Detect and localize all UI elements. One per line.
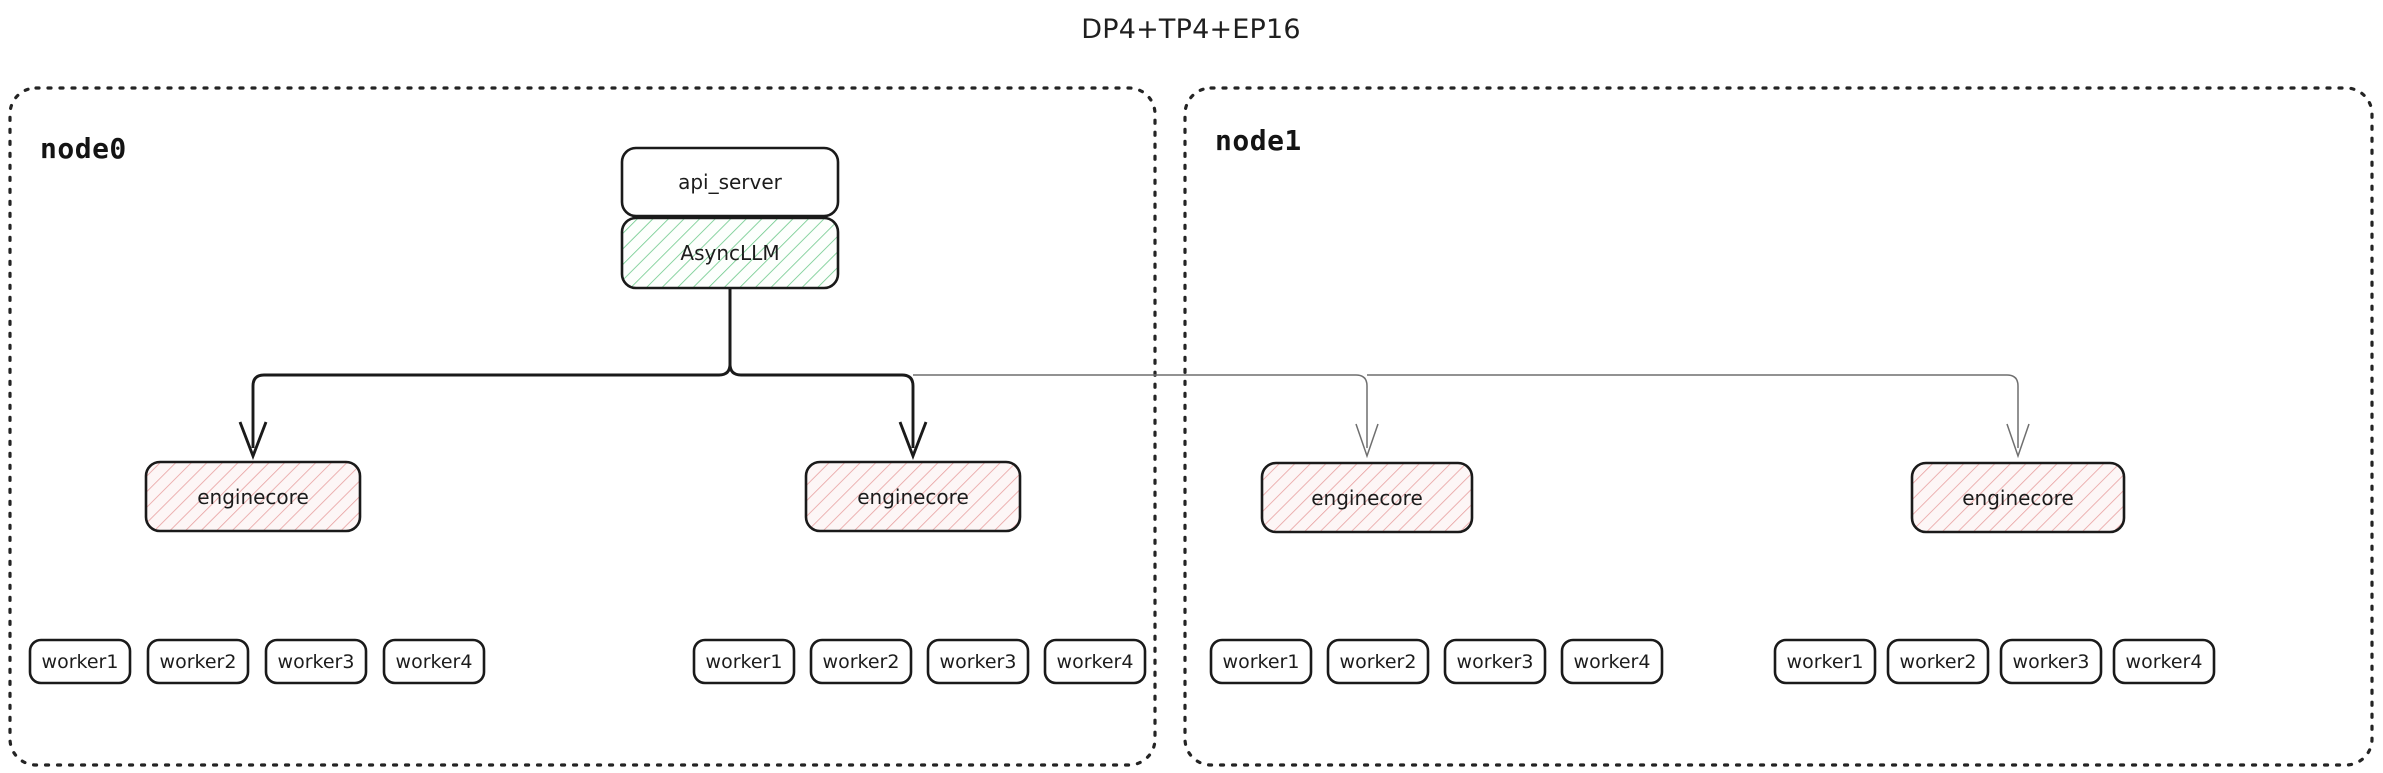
- worker-box-rect[interactable]: [1326, 638, 1430, 685]
- box-api-server-label: api_server: [678, 170, 783, 194]
- arrowhead-enginecore-1: [898, 421, 928, 461]
- worker-box-label: worker3: [1457, 651, 1534, 673]
- worker-box-rect[interactable]: [264, 638, 368, 685]
- box-enginecore-0-label: enginecore: [197, 485, 309, 509]
- worker-box-rect[interactable]: [692, 638, 796, 685]
- edge-asyncllm-trunk-left: [718, 288, 732, 377]
- box-enginecore-2-rect[interactable]: [1260, 461, 1474, 534]
- worker-box-label: worker3: [2013, 651, 2090, 673]
- worker-box-rect[interactable]: [2112, 638, 2216, 685]
- cluster-node0-label: node0: [40, 132, 127, 165]
- box-enginecore-3-label: enginecore: [1962, 486, 2074, 510]
- worker-box-rect[interactable]: [1886, 638, 1990, 685]
- worker-box-label: worker2: [160, 651, 237, 673]
- worker-box-rect[interactable]: [1999, 638, 2103, 685]
- arrowhead-enginecore-3: [2006, 423, 2030, 459]
- worker-box-label: worker4: [1057, 651, 1134, 673]
- box-enginecore-1-rect[interactable]: [804, 460, 1022, 533]
- worker-box[interactable]: worker1: [1773, 638, 1877, 685]
- page-title: DP4+TP4+EP16: [1081, 14, 1301, 45]
- worker-box[interactable]: worker3: [1443, 638, 1547, 685]
- cluster-node1: node1: [1183, 86, 2374, 767]
- worker-box[interactable]: worker1: [1209, 638, 1313, 685]
- edge-to-enginecore-0: [251, 373, 719, 448]
- worker-box-rect[interactable]: [1443, 638, 1547, 685]
- worker-box[interactable]: worker4: [382, 638, 486, 685]
- worker-box-label: worker4: [396, 651, 473, 673]
- worker-box-label: worker4: [1574, 651, 1651, 673]
- worker-box[interactable]: worker2: [809, 638, 913, 685]
- worker-group-node1-a: worker1 worker2 worker3 worker4: [1209, 638, 1664, 685]
- worker-box[interactable]: worker4: [1043, 638, 1147, 685]
- box-async-llm-rect[interactable]: [620, 216, 840, 290]
- worker-group-node0-a: worker1 worker2 worker3 worker4: [28, 638, 486, 685]
- worker-box-label: worker1: [706, 651, 783, 673]
- worker-box-label: worker2: [823, 651, 900, 673]
- box-enginecore-2[interactable]: enginecore: [1260, 461, 1474, 534]
- cluster-node0: node0: [8, 86, 1157, 767]
- cluster-node1-border: [1183, 86, 2374, 767]
- worker-box-rect[interactable]: [382, 638, 486, 685]
- box-enginecore-1-label: enginecore: [857, 485, 969, 509]
- worker-box-label: worker1: [1223, 651, 1300, 673]
- worker-box-label: worker2: [1900, 651, 1977, 673]
- box-api-server[interactable]: api_server: [620, 146, 840, 218]
- box-enginecore-0-rect[interactable]: [144, 460, 362, 533]
- worker-box-rect[interactable]: [1209, 638, 1313, 685]
- worker-box-label: worker3: [940, 651, 1017, 673]
- worker-box[interactable]: worker3: [1999, 638, 2103, 685]
- worker-box[interactable]: worker2: [1886, 638, 1990, 685]
- worker-box-rect[interactable]: [926, 638, 1030, 685]
- edge-to-enginecore-2: [913, 374, 1368, 448]
- box-async-llm-label: AsyncLLM: [680, 241, 779, 265]
- edge-asyncllm-trunk-right: [728, 288, 742, 377]
- box-enginecore-3[interactable]: enginecore: [1910, 461, 2126, 534]
- box-enginecore-0[interactable]: enginecore: [144, 460, 362, 533]
- arrowhead-enginecore-0: [238, 421, 268, 461]
- box-async-llm[interactable]: AsyncLLM: [620, 216, 840, 290]
- worker-box-rect[interactable]: [146, 638, 250, 685]
- worker-box-rect[interactable]: [1043, 638, 1147, 685]
- worker-box[interactable]: worker4: [1560, 638, 1664, 685]
- worker-box-rect[interactable]: [809, 638, 913, 685]
- arrowhead-enginecore-2: [1355, 423, 1379, 459]
- worker-group-node0-b: worker1 worker2 worker3 worker4: [692, 638, 1147, 685]
- worker-box[interactable]: worker1: [28, 638, 132, 685]
- worker-box[interactable]: worker2: [1326, 638, 1430, 685]
- edge-to-enginecore-3: [1367, 374, 2019, 448]
- worker-box[interactable]: worker1: [692, 638, 796, 685]
- worker-box-label: worker4: [2126, 651, 2203, 673]
- worker-box-label: worker3: [278, 651, 355, 673]
- worker-box[interactable]: worker4: [2112, 638, 2216, 685]
- worker-box-label: worker2: [1340, 651, 1417, 673]
- worker-group-node1-b: worker1 worker2 worker3 worker4: [1773, 638, 2216, 685]
- box-enginecore-2-label: enginecore: [1311, 486, 1423, 510]
- box-enginecore-1[interactable]: enginecore: [804, 460, 1022, 533]
- worker-box[interactable]: worker3: [926, 638, 1030, 685]
- worker-box-rect[interactable]: [1773, 638, 1877, 685]
- worker-box-rect[interactable]: [1560, 638, 1664, 685]
- worker-box-label: worker1: [1787, 651, 1864, 673]
- box-api-server-rect[interactable]: [620, 146, 840, 218]
- edge-to-enginecore-1: [741, 373, 915, 448]
- box-enginecore-3-rect[interactable]: [1910, 461, 2126, 534]
- worker-box[interactable]: worker3: [264, 638, 368, 685]
- worker-box-label: worker1: [42, 651, 119, 673]
- cluster-node1-label: node1: [1215, 124, 1302, 157]
- worker-box-rect[interactable]: [28, 638, 132, 685]
- worker-box[interactable]: worker2: [146, 638, 250, 685]
